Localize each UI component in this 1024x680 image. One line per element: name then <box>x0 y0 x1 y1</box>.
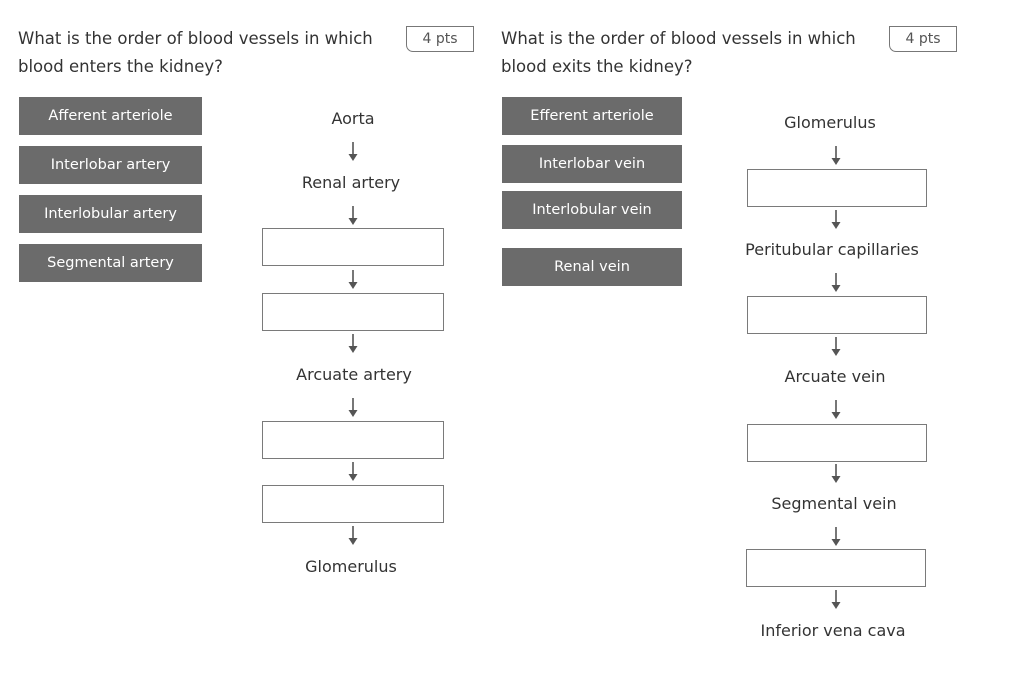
down-arrow-icon <box>348 398 358 418</box>
down-arrow-icon <box>348 462 358 482</box>
down-arrow-icon <box>348 526 358 546</box>
question-2-prompt: What is the order of blood vessels in wh… <box>501 25 856 81</box>
drop-zone-1[interactable] <box>747 169 927 207</box>
question-1-prompt-line-2: blood enters the kidney? <box>18 57 223 76</box>
down-arrow-icon <box>348 334 358 354</box>
question-1-points-badge: 4 pts <box>406 26 474 52</box>
answer-chip-interlobular-artery[interactable]: Interlobular artery <box>19 195 202 233</box>
down-arrow-icon <box>348 142 358 162</box>
down-arrow-icon <box>831 337 841 357</box>
question-2-prompt-line-2: blood exits the kidney? <box>501 57 693 76</box>
question-1-prompt-line-1: What is the order of blood vessels in wh… <box>18 29 373 48</box>
flow-label-glomerulus: Glomerulus <box>784 113 876 132</box>
down-arrow-icon <box>831 590 841 610</box>
answer-chip-interlobar-vein[interactable]: Interlobar vein <box>502 145 682 183</box>
flow-label-inferior-vena-cava: Inferior vena cava <box>760 621 906 640</box>
flow-label-aorta: Aorta <box>331 109 375 128</box>
down-arrow-icon <box>831 400 841 420</box>
answer-chip-renal-vein[interactable]: Renal vein <box>502 248 682 286</box>
flow-label-peritubular-capillaries: Peritubular capillaries <box>745 240 919 259</box>
answer-chip-interlobular-vein[interactable]: Interlobular vein <box>502 191 682 229</box>
drop-zone-2[interactable] <box>747 296 927 334</box>
flow-label-renal-artery: Renal artery <box>301 173 401 192</box>
down-arrow-icon <box>831 146 841 166</box>
drop-zone-2[interactable] <box>262 293 444 331</box>
flow-label-segmental-vein: Segmental vein <box>771 494 897 513</box>
answer-chip-segmental-artery[interactable]: Segmental artery <box>19 244 202 282</box>
question-2-prompt-line-1: What is the order of blood vessels in wh… <box>501 29 856 48</box>
question-2-points-badge: 4 pts <box>889 26 957 52</box>
drop-zone-3[interactable] <box>747 424 927 462</box>
drop-zone-1[interactable] <box>262 228 444 266</box>
drop-zone-4[interactable] <box>262 485 444 523</box>
down-arrow-icon <box>831 210 841 230</box>
down-arrow-icon <box>348 206 358 226</box>
drop-zone-4[interactable] <box>746 549 926 587</box>
answer-chip-afferent-arteriole[interactable]: Afferent arteriole <box>19 97 202 135</box>
down-arrow-icon <box>831 273 841 293</box>
flow-label-glomerulus: Glomerulus <box>305 557 397 576</box>
answer-chip-efferent-arteriole[interactable]: Efferent arteriole <box>502 97 682 135</box>
down-arrow-icon <box>348 270 358 290</box>
drop-zone-3[interactable] <box>262 421 444 459</box>
flow-label-arcuate-artery: Arcuate artery <box>296 365 412 384</box>
question-1-prompt: What is the order of blood vessels in wh… <box>18 25 373 81</box>
down-arrow-icon <box>831 527 841 547</box>
down-arrow-icon <box>831 464 841 484</box>
answer-chip-interlobar-artery[interactable]: Interlobar artery <box>19 146 202 184</box>
flow-label-arcuate-vein: Arcuate vein <box>784 367 886 386</box>
